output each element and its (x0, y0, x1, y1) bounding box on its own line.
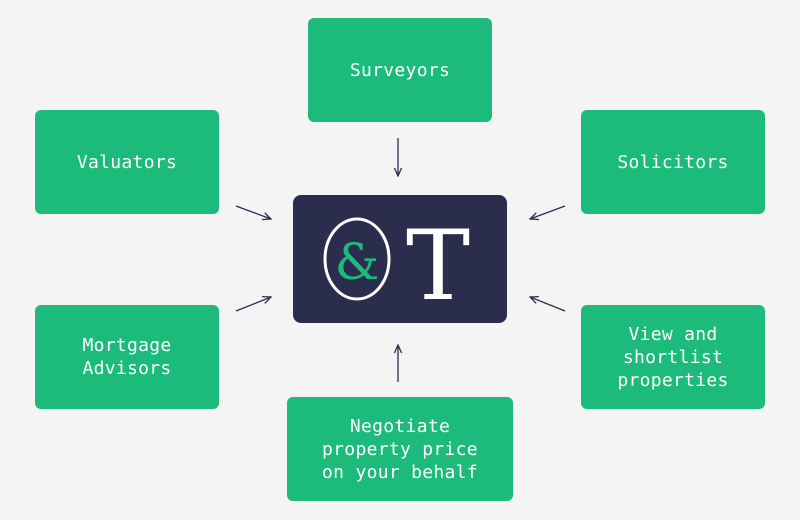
center-logo-box: & T (293, 195, 507, 323)
node-surveyors: Surveyors (308, 18, 492, 122)
node-valuators-line: Valuators (76, 151, 178, 173)
node-surveyors-line: Surveyors (349, 59, 451, 81)
node-negotiate-line-2: property price (322, 438, 478, 460)
node-view-line-2: shortlist (622, 346, 724, 368)
logo-letter: T (406, 210, 470, 322)
node-view-line-1: View and (628, 323, 718, 345)
node-negotiate-price: Negotiate property price on your behalf (287, 397, 513, 501)
arrow-solicitors (530, 205, 566, 219)
node-view-shortlist: View and shortlist properties (581, 305, 765, 409)
arrow-view (530, 297, 566, 312)
logo-circle (323, 217, 391, 301)
node-mortgage-advisors: Mortgage Advisors (35, 305, 219, 409)
arrow-mortgage (235, 297, 271, 312)
logo: & T (323, 210, 470, 322)
node-solicitors-line: Solicitors (617, 151, 729, 173)
node-solicitors: Solicitors (581, 110, 765, 214)
node-mortgage-line-1: Mortgage (82, 335, 172, 356)
node-negotiate-line-1: Negotiate (349, 415, 451, 437)
arrow-valuators (235, 205, 271, 219)
node-view-line-3: properties (617, 369, 729, 391)
node-negotiate-line-3: on your behalf (322, 461, 478, 483)
node-mortgage-line-2: Advisors (82, 358, 172, 379)
logo-ampersand: & (335, 233, 380, 291)
node-valuators: Valuators (35, 110, 219, 214)
